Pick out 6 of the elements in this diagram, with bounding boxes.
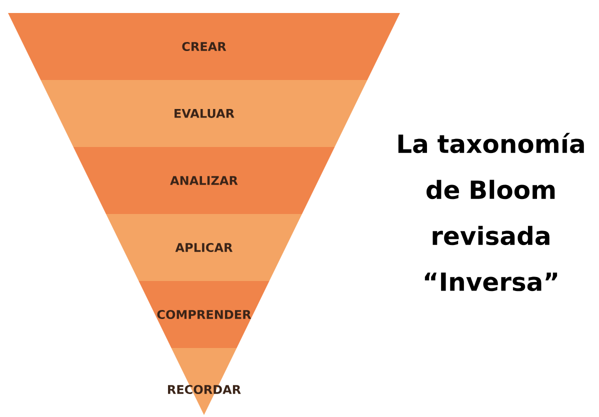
- pyramid-band: APLICAR: [106, 214, 302, 281]
- pyramid-band: EVALUAR: [40, 80, 368, 147]
- pyramid-band: ANALIZAR: [73, 147, 335, 214]
- title: La taxonomía de Bloom revisada “Inversa”: [398, 132, 584, 292]
- pyramid-band: COMPRENDER: [138, 281, 270, 348]
- pyramid-band: CREAR: [8, 13, 400, 80]
